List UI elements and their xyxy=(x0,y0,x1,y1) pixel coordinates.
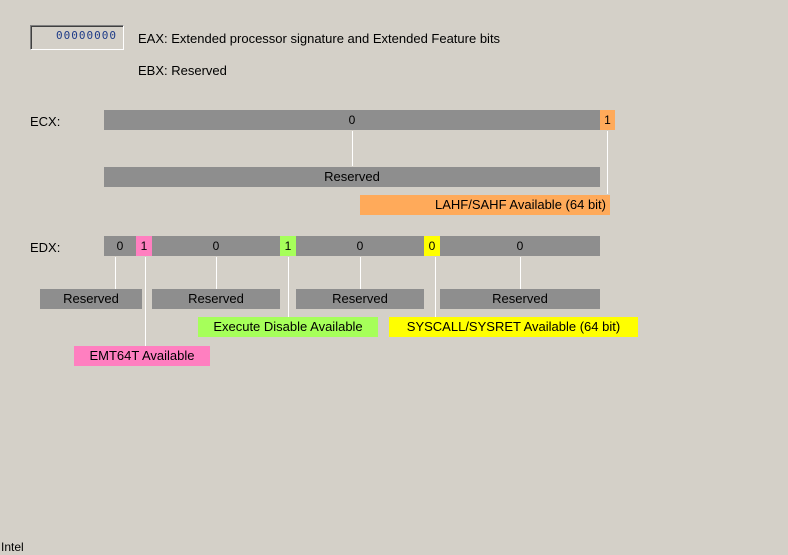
edx-bits-reserved-2-value: 0 xyxy=(212,239,220,253)
ecx-label: ECX: xyxy=(30,114,61,129)
edx-bits-reserved-3: 0 xyxy=(296,236,424,256)
edx-bits-reserved-4: 0 xyxy=(440,236,600,256)
ecx-bit-lahf-sahf: 1 xyxy=(600,110,615,130)
edx-reserved-3-connector xyxy=(360,257,361,289)
ecx-reserved-desc: Reserved xyxy=(104,167,600,187)
edx-reserved-2-desc: Reserved xyxy=(152,289,280,309)
edx-bits-reserved-1-value: 0 xyxy=(116,239,124,253)
edx-bit-syscall-value: 0 xyxy=(428,239,436,253)
edx-reserved-4-desc: Reserved xyxy=(440,289,600,309)
ecx-lahf-desc: LAHF/SAHF Available (64 bit) xyxy=(360,195,610,215)
edx-bit-xd-value: 1 xyxy=(284,239,292,253)
edx-syscall-connector xyxy=(435,257,436,317)
edx-reserved-3-desc: Reserved xyxy=(296,289,424,309)
edx-bit-emt64t-value: 1 xyxy=(140,239,148,253)
edx-bits-reserved-1: 0 xyxy=(104,236,136,256)
edx-emt64t-desc: EMT64T Available xyxy=(74,346,210,366)
edx-bits-reserved-2: 0 xyxy=(152,236,280,256)
ecx-reserved-connector xyxy=(352,131,353,166)
edx-xd-desc: Execute Disable Available xyxy=(198,317,378,337)
edx-bit-emt64t: 1 xyxy=(136,236,152,256)
edx-bits-reserved-3-value: 0 xyxy=(356,239,364,253)
edx-bit-xd: 1 xyxy=(280,236,296,256)
eax-value: 00000000 xyxy=(56,29,117,42)
edx-reserved-1-connector xyxy=(115,257,116,289)
ecx-bits-reserved: 0 xyxy=(104,110,600,130)
ecx-lahf-desc-text: LAHF/SAHF Available (64 bit) xyxy=(435,197,606,212)
edx-reserved-4-connector xyxy=(520,257,521,289)
edx-reserved-2-connector xyxy=(216,257,217,289)
edx-xd-connector xyxy=(288,257,289,317)
ecx-lahf-connector xyxy=(607,131,608,194)
edx-label: EDX: xyxy=(30,240,61,255)
edx-syscall-desc: SYSCALL/SYSRET Available (64 bit) xyxy=(389,317,638,337)
edx-bit-syscall: 0 xyxy=(424,236,440,256)
ecx-bits-reserved-value: 0 xyxy=(348,113,356,127)
eax-value-field[interactable]: 00000000 xyxy=(30,25,124,50)
eax-label: EAX: Extended processor signature and Ex… xyxy=(138,31,501,46)
cpu-vendor-label: Intel xyxy=(1,540,24,554)
ebx-label: EBX: Reserved xyxy=(138,63,227,78)
edx-reserved-1-desc: Reserved xyxy=(40,289,142,309)
ecx-bit-lahf-sahf-value: 1 xyxy=(604,113,611,127)
edx-emt64t-connector xyxy=(145,257,146,346)
edx-bits-reserved-4-value: 0 xyxy=(516,239,524,253)
